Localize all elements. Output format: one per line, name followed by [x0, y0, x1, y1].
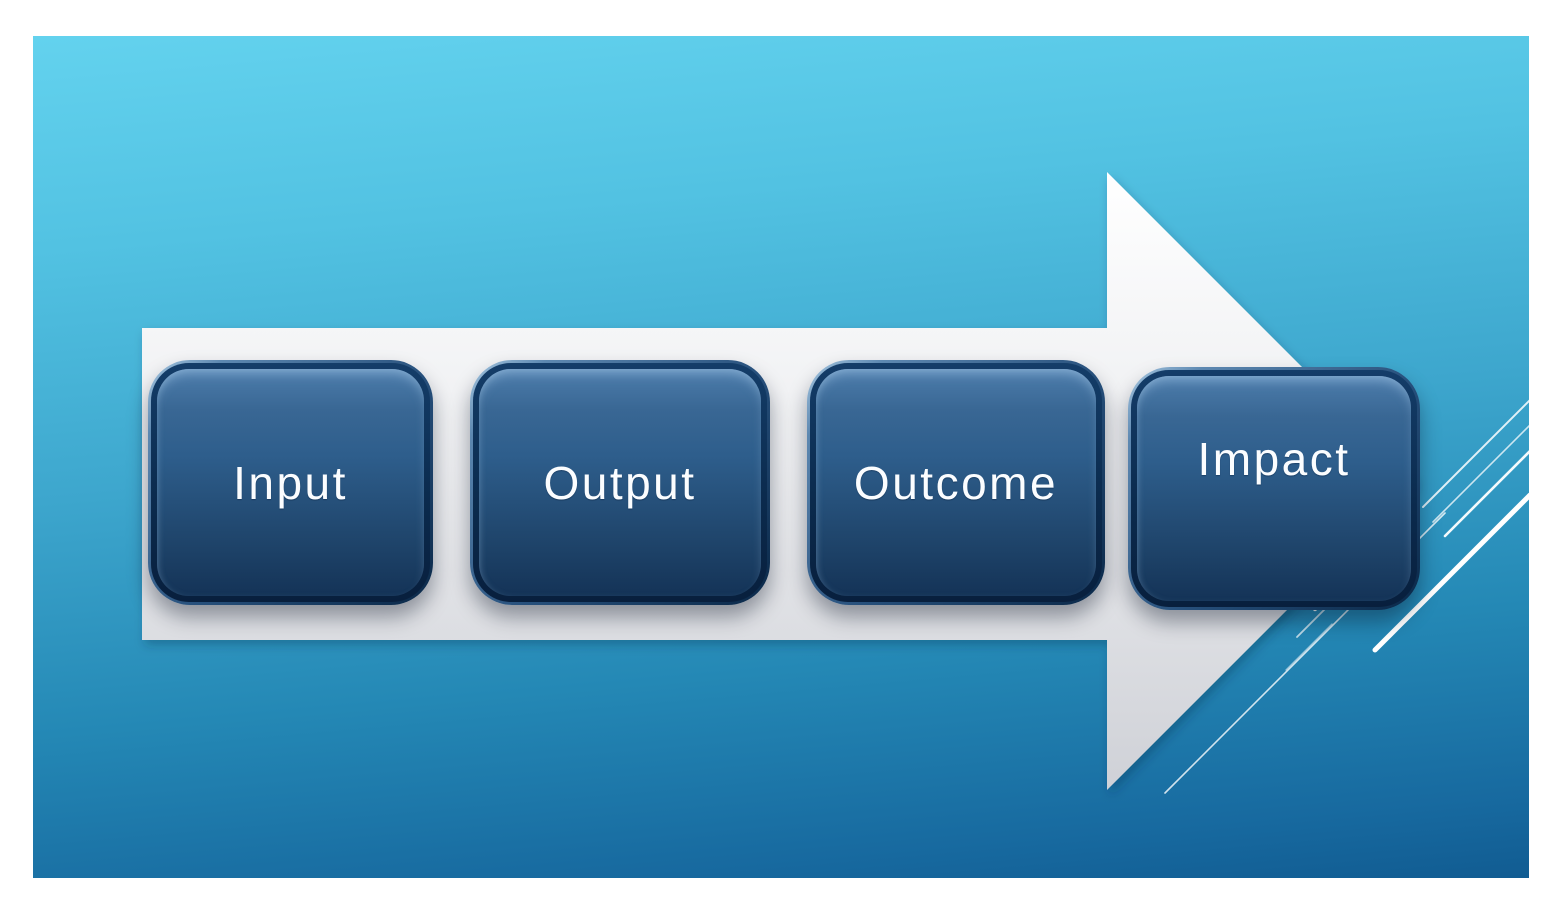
process-arrow — [142, 172, 1416, 790]
step-label-impact: Impact — [1197, 432, 1351, 485]
step-label-output: Output — [543, 456, 697, 509]
step-shape-output[interactable]: Output — [470, 360, 770, 605]
step-fill — [157, 369, 424, 596]
step-fill — [816, 369, 1096, 596]
step-shape-input[interactable]: Input — [148, 360, 433, 605]
step-fill — [479, 369, 761, 596]
step-fill — [1137, 376, 1411, 601]
step-label-outcome: Outcome — [853, 456, 1059, 509]
slide-canvas: Input Output Outcome Impact — [33, 36, 1529, 878]
step-label-input: Input — [233, 456, 348, 509]
arrow-shape — [142, 172, 1416, 790]
step-shape-impact[interactable]: Impact — [1128, 367, 1420, 610]
step-shape-outcome[interactable]: Outcome — [807, 360, 1105, 605]
